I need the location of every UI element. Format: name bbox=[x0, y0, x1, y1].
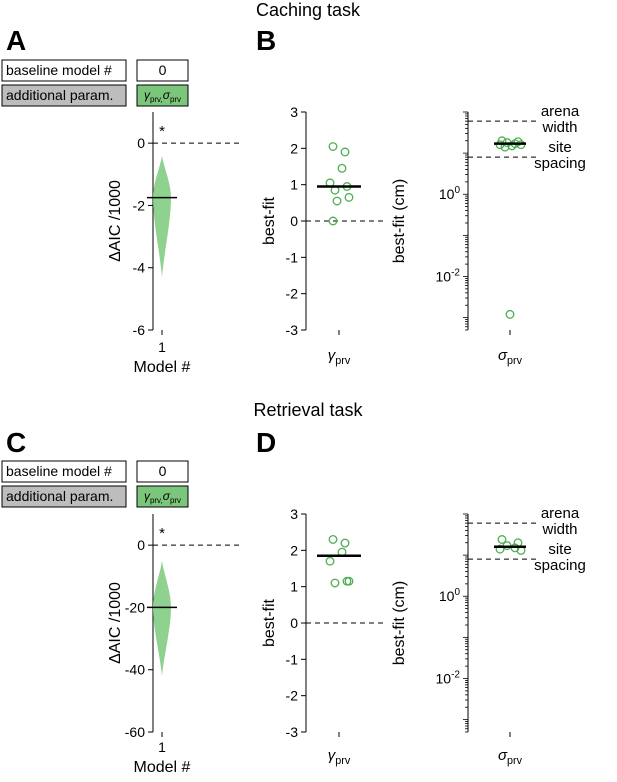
y-tick-label: 1 bbox=[290, 579, 298, 595]
y-tick-label: -6 bbox=[133, 322, 146, 338]
y-tick-label: -3 bbox=[286, 724, 299, 740]
additional-value: γprv,σprv bbox=[144, 88, 181, 104]
data-point bbox=[325, 556, 335, 566]
reference-label: site bbox=[548, 139, 571, 156]
y-axis-label: best-fit bbox=[261, 196, 278, 245]
data-point bbox=[340, 538, 350, 548]
y-tick-label: 0 bbox=[290, 213, 298, 229]
y-tick-label: -2 bbox=[286, 688, 299, 704]
x-axis-label: Model # bbox=[134, 759, 191, 776]
y-axis-label: best-fit (cm) bbox=[391, 179, 408, 263]
panel-label: D bbox=[256, 427, 276, 458]
y-tick-label: 0 bbox=[137, 135, 145, 151]
section-title: Caching task bbox=[256, 0, 361, 20]
baseline-label: baseline model # bbox=[6, 62, 112, 78]
reference-label: site bbox=[548, 541, 571, 558]
data-point bbox=[328, 216, 338, 226]
y-tick-label: 10-2 bbox=[436, 267, 461, 284]
panel-label: C bbox=[6, 427, 26, 458]
data-point bbox=[505, 309, 515, 319]
y-tick-label: -3 bbox=[286, 322, 299, 338]
data-point bbox=[330, 578, 340, 588]
y-tick-label: -40 bbox=[125, 662, 145, 678]
y-tick-label: -60 bbox=[125, 724, 145, 740]
reference-label: arena bbox=[541, 505, 580, 522]
y-tick-label: 3 bbox=[290, 104, 298, 120]
data-point bbox=[340, 147, 350, 157]
panel-label: A bbox=[6, 25, 26, 56]
reference-label: spacing bbox=[534, 557, 586, 574]
data-point bbox=[495, 544, 505, 554]
y-tick-label: 100 bbox=[439, 587, 461, 604]
y-tick-label: -2 bbox=[286, 286, 299, 302]
data-point bbox=[328, 142, 338, 151]
baseline-value-box bbox=[136, 460, 189, 483]
data-point bbox=[497, 535, 507, 544]
additional-value-box bbox=[136, 84, 189, 107]
reference-label: width bbox=[541, 119, 577, 136]
data-point bbox=[344, 192, 354, 202]
y-tick-label: -2 bbox=[133, 197, 146, 213]
y-tick-label: -1 bbox=[286, 249, 299, 265]
y-axis-label: best-fit bbox=[261, 598, 278, 647]
additional-value-box bbox=[136, 485, 189, 508]
additional-label-box bbox=[1, 84, 127, 107]
additional-label: additional param. bbox=[6, 488, 113, 504]
data-point bbox=[328, 534, 338, 544]
reference-label: width bbox=[541, 521, 577, 538]
reference-label: arena bbox=[541, 103, 580, 120]
y-tick-label: 3 bbox=[290, 506, 298, 522]
violin-distribution bbox=[153, 560, 171, 676]
baseline-value: 0 bbox=[159, 463, 167, 479]
data-point bbox=[337, 163, 347, 173]
x-tick-label: 1 bbox=[158, 339, 166, 355]
x-axis-label: σprv bbox=[498, 747, 523, 767]
significance-star: * bbox=[159, 123, 165, 140]
baseline-label-box bbox=[1, 59, 127, 82]
y-tick-label: 0 bbox=[137, 537, 145, 553]
additional-value: γprv,σprv bbox=[144, 489, 181, 505]
additional-label-box bbox=[1, 485, 127, 508]
y-tick-label: 2 bbox=[290, 140, 298, 156]
y-tick-label: -4 bbox=[133, 260, 146, 276]
x-axis-label: σprv bbox=[498, 347, 523, 367]
violin-distribution bbox=[153, 155, 171, 278]
additional-label: additional param. bbox=[6, 87, 113, 103]
y-tick-label: -20 bbox=[125, 599, 145, 615]
y-axis-label: ΔAIC /1000 bbox=[107, 582, 124, 664]
y-axis-label: ΔAIC /1000 bbox=[107, 180, 124, 262]
y-tick-label: 2 bbox=[290, 542, 298, 558]
baseline-value-box bbox=[136, 59, 189, 82]
significance-star: * bbox=[159, 525, 165, 542]
y-axis-label: best-fit (cm) bbox=[391, 581, 408, 665]
data-point bbox=[344, 576, 354, 586]
reference-label: spacing bbox=[534, 155, 586, 172]
x-tick-label: 1 bbox=[158, 739, 166, 755]
section-title: Retrieval task bbox=[253, 400, 363, 420]
baseline-label-box bbox=[1, 460, 127, 483]
y-tick-label: -1 bbox=[286, 651, 299, 667]
y-tick-label: 0 bbox=[290, 615, 298, 631]
x-axis-label: γprv bbox=[328, 747, 351, 767]
y-tick-label: 1 bbox=[290, 177, 298, 193]
x-axis-label: Model # bbox=[134, 359, 191, 376]
baseline-value: 0 bbox=[159, 62, 167, 78]
y-tick-label: 10-2 bbox=[436, 669, 461, 686]
x-axis-label: γprv bbox=[328, 347, 351, 367]
panel-label: B bbox=[256, 25, 276, 56]
data-point bbox=[332, 196, 342, 206]
baseline-label: baseline model # bbox=[6, 463, 112, 479]
y-tick-label: 100 bbox=[439, 185, 461, 202]
